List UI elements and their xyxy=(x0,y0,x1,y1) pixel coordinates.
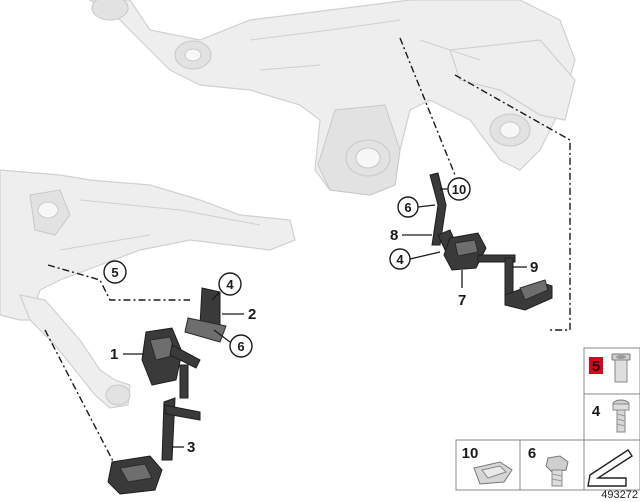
svg-text:9: 9 xyxy=(530,259,538,276)
document-number: 493272 xyxy=(601,489,638,501)
label-3: 3 xyxy=(172,439,195,456)
svg-text:7: 7 xyxy=(458,292,466,309)
sleeve-nut-icon xyxy=(611,353,631,383)
svg-text:3: 3 xyxy=(187,439,195,456)
callout-4-mid: 4 xyxy=(211,272,242,301)
bolt-icon xyxy=(612,399,630,433)
svg-text:4: 4 xyxy=(592,403,601,420)
legend-item-5: 5 xyxy=(589,353,631,383)
callout-5-frame: 5 xyxy=(103,260,127,284)
svg-text:6: 6 xyxy=(528,445,536,462)
callout-4-top: 4 xyxy=(389,248,441,270)
label-1: 1 xyxy=(110,346,144,363)
svg-text:6: 6 xyxy=(237,339,244,354)
callout-6-top: 6 xyxy=(397,196,436,218)
clip-icon xyxy=(473,461,513,485)
rear-subframe-upper xyxy=(88,0,576,196)
rear-subframe-lower xyxy=(0,169,296,409)
svg-text:8: 8 xyxy=(390,227,398,244)
label-2: 2 xyxy=(222,306,256,323)
sensor-assembly-right xyxy=(429,172,553,311)
callout-10: 10 xyxy=(440,177,471,201)
svg-text:1: 1 xyxy=(110,346,118,363)
legend-item-4: 4 xyxy=(592,399,630,433)
legend-item-6: 6 xyxy=(528,445,569,487)
svg-text:10: 10 xyxy=(462,445,479,462)
svg-text:5: 5 xyxy=(592,358,600,375)
label-9: 9 xyxy=(512,259,538,276)
sensor-assembly-left xyxy=(107,287,227,495)
svg-text:4: 4 xyxy=(396,252,404,267)
label-7: 7 xyxy=(458,270,466,309)
hex-bolt-icon xyxy=(545,455,569,487)
svg-text:10: 10 xyxy=(452,182,466,197)
svg-text:4: 4 xyxy=(226,277,234,292)
svg-text:5: 5 xyxy=(111,265,118,280)
callout-6-mid: 6 xyxy=(213,329,253,358)
parts-legend: 5 4 10 6 xyxy=(455,347,640,491)
label-8: 8 xyxy=(390,227,432,244)
reference-arrow-icon xyxy=(587,449,633,487)
svg-text:2: 2 xyxy=(248,306,256,323)
svg-text:6: 6 xyxy=(404,200,411,215)
reference-lines xyxy=(44,37,571,466)
legend-item-10: 10 xyxy=(462,445,513,485)
